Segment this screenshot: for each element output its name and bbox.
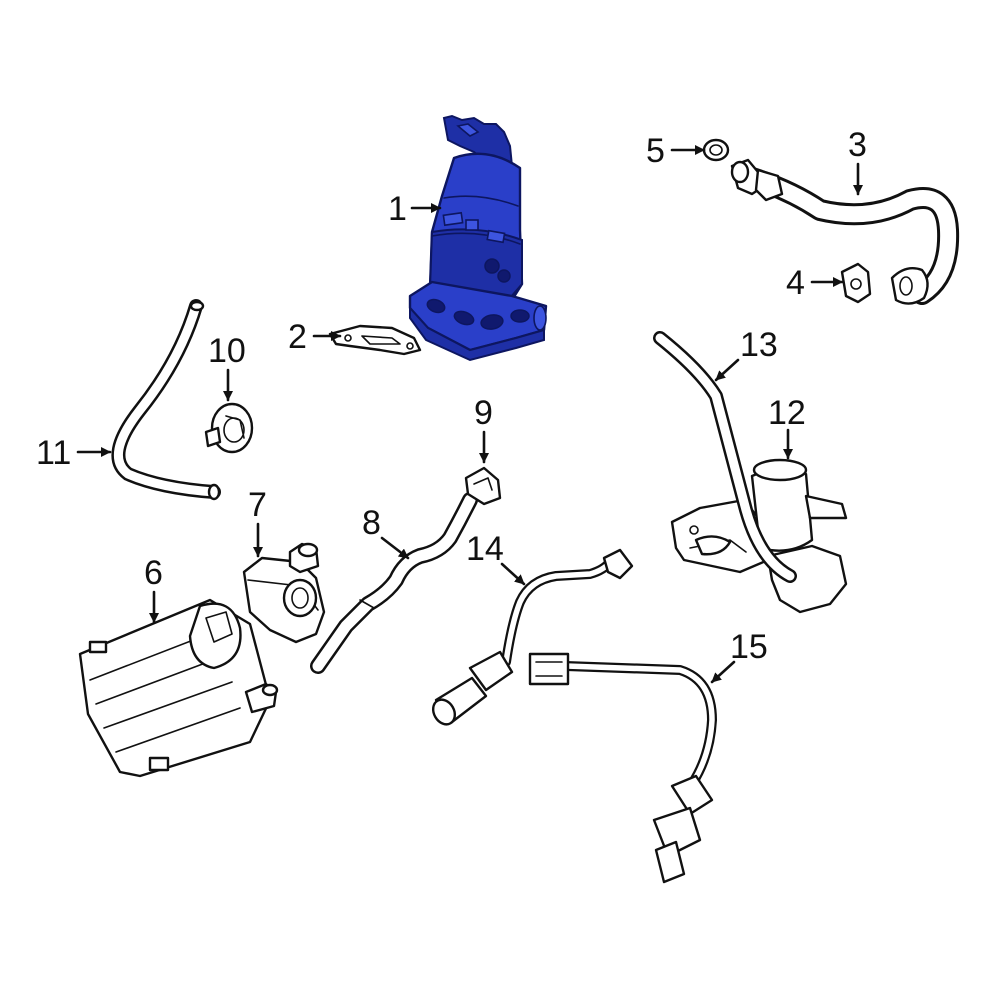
part-9-connector[interactable] [464,466,502,506]
callout-12: 12 [768,394,806,432]
callout-labels: 1 2 3 4 5 6 7 8 9 10 11 12 13 14 15 [36,126,867,666]
part-5-o-ring[interactable] [702,138,730,162]
callout-14: 14 [466,530,504,568]
part-15-oxygen-sensor[interactable] [528,652,717,884]
part-11-hose[interactable] [111,299,221,501]
part-2-gasket[interactable] [328,324,422,356]
part-14-oxygen-sensor[interactable] [429,548,634,728]
part-8-vacuum-hose[interactable] [310,492,478,674]
part-1-egr-valve[interactable] [408,114,548,362]
part-13-hose[interactable] [653,331,797,583]
callout-5: 5 [646,132,665,170]
callout-15: 15 [730,628,768,666]
part-10-valve[interactable] [204,402,254,454]
part-4-gasket[interactable] [840,262,872,304]
callout-11: 11 [36,434,71,472]
callout-7: 7 [248,486,267,524]
callout-3: 3 [848,126,867,164]
callout-6: 6 [144,554,163,592]
callout-2: 2 [288,318,307,356]
part-3-egr-tube[interactable] [730,158,960,305]
callout-10: 10 [208,332,246,370]
callout-arrows [76,145,863,684]
callout-13: 13 [740,326,778,364]
part-6-vapor-canister[interactable] [78,598,279,778]
callout-1: 1 [388,190,407,228]
callout-4: 4 [786,264,805,302]
part-7-purge-valve[interactable] [242,542,326,644]
callout-9: 9 [474,394,493,432]
callout-8: 8 [362,504,381,542]
